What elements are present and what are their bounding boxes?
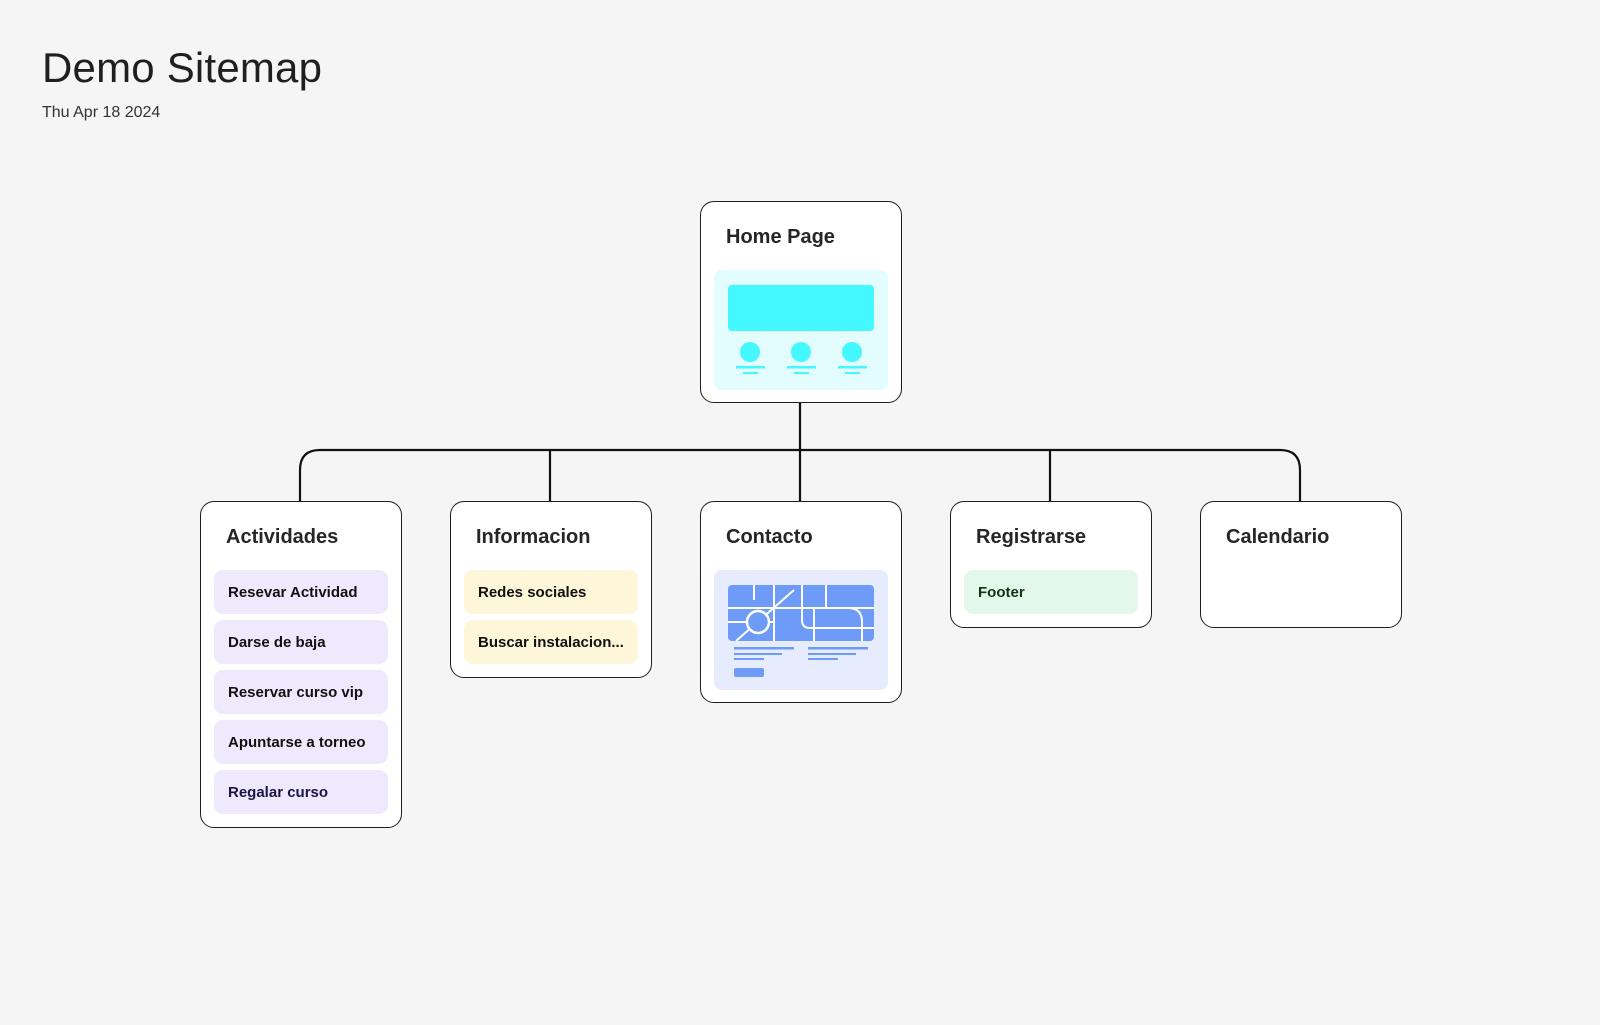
node-home-page[interactable]: Home Page [700,201,902,403]
sitemap-item[interactable]: Darse de baja [214,620,388,664]
page-title: Demo Sitemap [42,44,323,91]
node-actividades[interactable]: Actividades Resevar Actividad Darse de b… [200,501,402,828]
node-items: Resevar Actividad Darse de baja Reservar… [214,570,388,814]
page-date: Thu Apr 18 2024 [42,104,161,121]
node-title: Informacion [476,526,591,548]
connector-actividades [298,448,321,501]
node-title: Contacto [726,526,813,548]
node-items: Redes sociales Buscar instalacion... [464,570,638,664]
node-title: Actividades [226,526,339,548]
node-calendario[interactable]: Calendario [1200,501,1402,628]
node-title: Registrarse [976,526,1087,548]
node-title: Calendario [1226,526,1330,548]
node-items: Footer [964,570,1138,614]
node-registrarse[interactable]: Registrarse Footer [950,501,1152,628]
sitemap-item[interactable]: Resevar Actividad [214,570,388,614]
node-informacion[interactable]: Informacion Redes sociales Buscar instal… [450,501,652,678]
connector-calendario [1279,448,1302,501]
sitemap-item[interactable]: Regalar curso [214,770,388,814]
sitemap-item[interactable]: Apuntarse a torneo [214,720,388,764]
homepage-wireframe-icon [714,270,888,390]
sitemap-item[interactable]: Footer [964,570,1138,614]
node-title: Home Page [726,226,835,248]
sitemap-item[interactable]: Redes sociales [464,570,638,614]
sitemap-item[interactable]: Reservar curso vip [214,670,388,714]
map-wireframe-icon [714,570,888,690]
sitemap-item[interactable]: Buscar instalacion... [464,620,638,664]
node-contacto[interactable]: Contacto [700,501,902,703]
